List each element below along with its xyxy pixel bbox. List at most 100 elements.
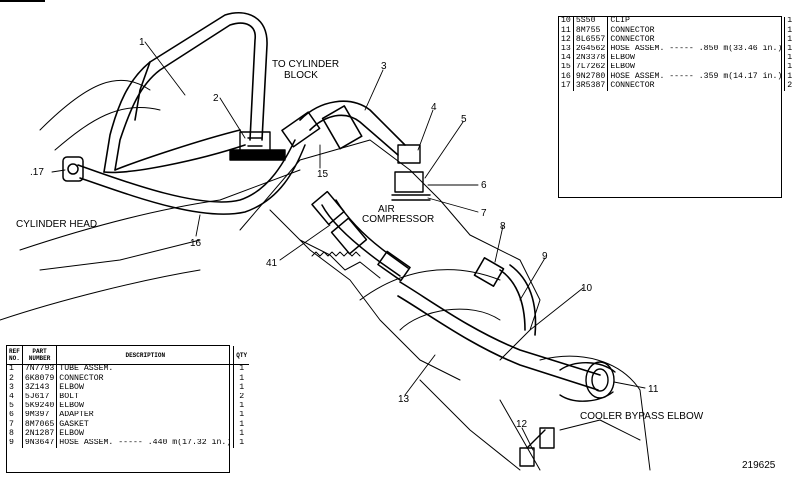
ref-cell: 11 <box>559 26 574 36</box>
ref-cell: 12 <box>559 35 574 45</box>
cooler-bypass-elbow <box>559 361 616 402</box>
ref-cell: 14 <box>559 53 574 63</box>
callout-8: 8 <box>500 221 506 232</box>
ref-cell: 2 <box>7 374 23 384</box>
part-cell: 2N1287 <box>22 429 58 439</box>
desc-cell: GASKET <box>56 420 235 430</box>
desc-cell: ADAPTER <box>56 410 235 421</box>
part-cell: 9M397 <box>22 410 58 421</box>
label-to-cylinder-block-2: BLOCK <box>284 70 318 81</box>
part-cell: 6K8079 <box>22 374 58 384</box>
label-compressor: COMPRESSOR <box>362 214 434 225</box>
desc-cell: CONNECTOR <box>607 35 786 45</box>
callout-1: 1 <box>139 37 145 48</box>
header-description: DESCRIPTION <box>56 346 235 365</box>
desc-cell: BOLT <box>56 392 235 402</box>
label-cooler-bypass-elbow: COOLER BYPASS ELBOW <box>580 411 704 422</box>
qty-cell: 1 <box>787 53 793 63</box>
ref-cell: 7 <box>7 420 23 430</box>
qty-cell: 2 <box>239 392 245 402</box>
ref-cell: 6 <box>7 410 23 421</box>
callout-11: 11 <box>648 384 659 395</box>
desc-cell: HOSE ASSEM. ----- .850 m(33.46 in.) <box>607 44 786 54</box>
connector-2 <box>229 131 286 161</box>
qty-cell: 1 <box>239 429 245 438</box>
figure-number: 219625 <box>742 460 776 471</box>
desc-cell: CONNECTOR <box>56 374 235 384</box>
hose-16 <box>62 111 321 215</box>
part-cell: 9N2780 <box>573 72 609 82</box>
callout-15: 15 <box>317 169 329 180</box>
qty-cell: 1 <box>787 72 793 81</box>
callout-6: 6 <box>481 180 487 191</box>
callout-9: 9 <box>542 251 548 262</box>
hose-13 <box>397 257 601 391</box>
part-cell: 9N3647 <box>22 438 58 448</box>
callout-41: 41 <box>266 258 278 269</box>
ref-cell: 15 <box>559 62 574 73</box>
qty-cell: 1 <box>239 383 245 392</box>
qty-cell: 1 <box>787 26 793 35</box>
ref-cell: 9 <box>7 438 23 448</box>
desc-cell: ELBOW <box>56 429 235 439</box>
callout-10: 10 <box>581 283 593 294</box>
corner-rule <box>0 0 45 2</box>
diagram-labels: TO CYLINDER BLOCK CYLINDER HEAD AIR COMP… <box>16 37 776 471</box>
compressor-gear <box>311 251 361 257</box>
qty-cell: 1 <box>239 420 245 429</box>
desc-cell: HOSE ASSEM. ----- .359 m(14.17 in.) <box>607 72 786 82</box>
callout-16: 16 <box>190 238 202 249</box>
ref-cell: 3 <box>7 383 23 393</box>
part-cell: 3R5387 <box>573 81 609 91</box>
ref-cell: 4 <box>7 392 23 402</box>
callout-13: 13 <box>398 394 410 405</box>
qty-cell: 1 <box>239 438 245 447</box>
qty-cell: 1 <box>239 401 245 411</box>
desc-cell: ELBOW <box>56 383 235 393</box>
qty-cell: 1 <box>787 17 793 26</box>
tube-assembly-1 <box>103 12 268 174</box>
ref-cell: 17 <box>559 81 574 91</box>
header-ref: REF NO. <box>7 346 23 365</box>
desc-cell: ELBOW <box>607 62 786 73</box>
callout-2: 2 <box>213 93 219 104</box>
qty-cell: 1 <box>239 364 245 374</box>
leader-lines <box>51 41 646 451</box>
qty-cell: 1 <box>787 62 793 72</box>
ref-cell: 16 <box>559 72 574 82</box>
ref-cell: 5 <box>7 401 23 411</box>
part-cell: 8M755 <box>573 26 609 36</box>
qty-cell: 1 <box>239 410 245 420</box>
ref-cell: 8 <box>7 429 23 439</box>
desc-cell: ELBOW <box>607 53 786 63</box>
callout-7: 7 <box>481 208 487 219</box>
part-cell: 7N7793 <box>22 364 58 375</box>
qty-cell: 1 <box>787 44 793 54</box>
part-cell: 5S50 <box>573 17 609 27</box>
callout-12: 12 <box>516 419 528 430</box>
ref-cell: 10 <box>559 17 574 27</box>
desc-cell: CONNECTOR <box>607 26 786 36</box>
header-qty: QTY <box>233 346 250 365</box>
part-cell: 2G4562 <box>573 44 609 54</box>
desc-cell: ELBOW <box>56 401 235 411</box>
desc-cell: CLIP <box>607 17 786 27</box>
hose-41 <box>311 190 411 282</box>
